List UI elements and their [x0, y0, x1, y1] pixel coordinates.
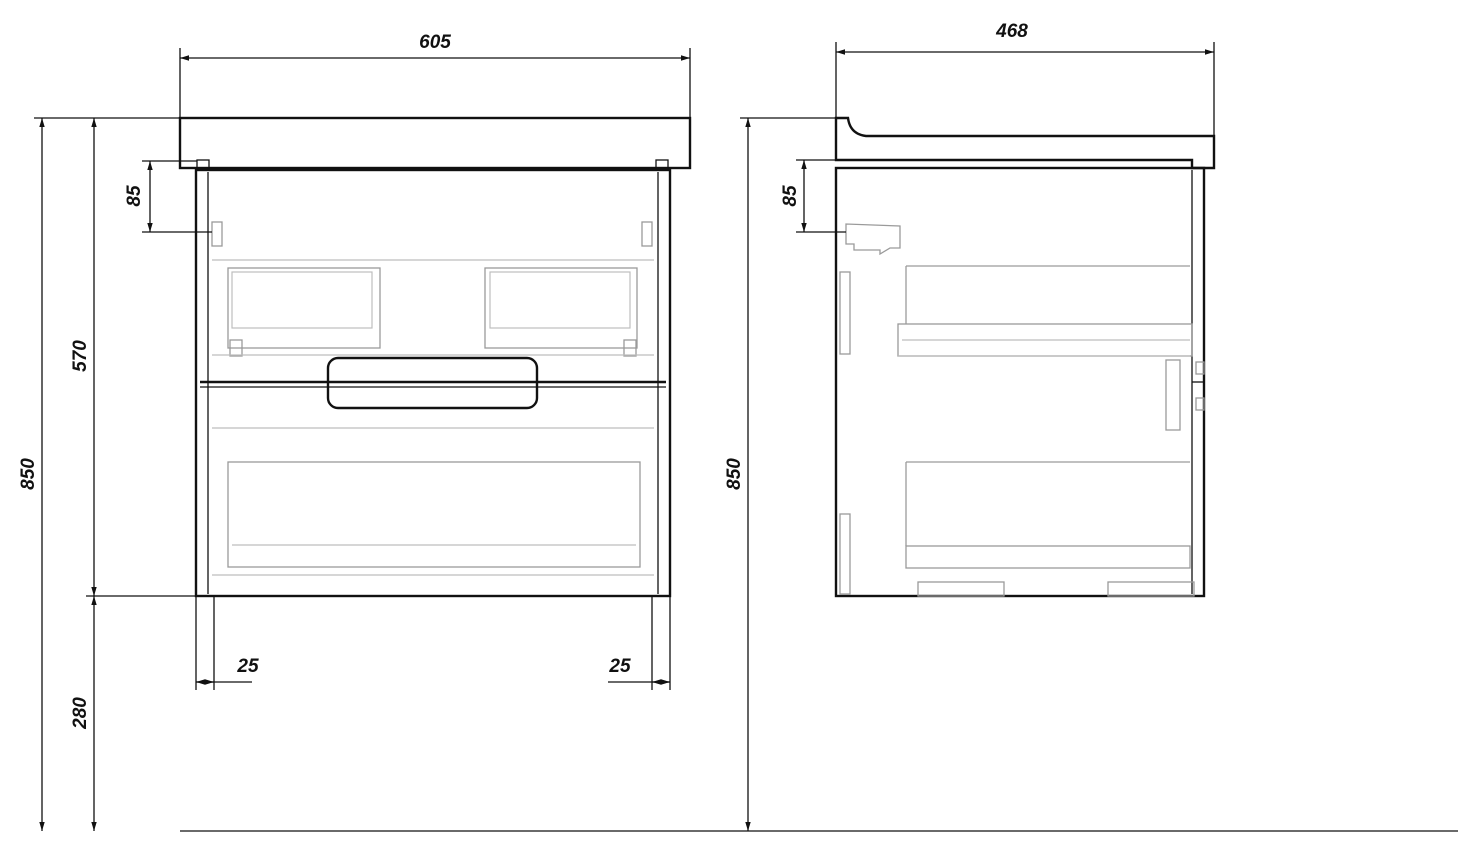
dim-850-side-label: 850 — [724, 458, 745, 490]
dim-605-label: 605 — [419, 32, 451, 53]
side-hidden-lower-drawer — [905, 545, 1191, 569]
side-hidden-foot-2 — [1107, 581, 1195, 597]
front-view: 605 850 570 280 85 25 25 — [18, 32, 692, 831]
front-hidden-foot-left — [229, 339, 243, 357]
side-hanger-bracket — [845, 223, 901, 256]
front-cabinet-body — [194, 168, 672, 598]
side-handle-clip-2 — [1195, 397, 1205, 411]
front-hidden-foot-right — [623, 339, 637, 357]
front-hanger-right — [641, 221, 653, 247]
front-hidden-drawer-right-in — [489, 271, 631, 329]
side-handle-profile — [1165, 359, 1181, 431]
front-hidden-drawer-left-in — [231, 271, 373, 329]
dim-85-front-label: 85 — [124, 185, 145, 207]
dim-85-side-label: 85 — [780, 185, 801, 207]
side-view: 468 850 85 — [724, 21, 1216, 831]
front-basin — [178, 116, 692, 170]
dim-25-right-label: 25 — [608, 656, 631, 677]
side-basin — [834, 116, 1216, 170]
side-cabinet-body — [834, 166, 1206, 598]
side-hidden-foot-1 — [917, 581, 1005, 597]
dim-25-left-label: 25 — [236, 656, 259, 677]
front-hanger-left — [211, 221, 223, 247]
dim-570-label: 570 — [70, 340, 91, 372]
dim-850-front-label: 850 — [18, 458, 39, 490]
side-hidden-rail-left — [839, 271, 851, 355]
side-hidden-rail-left-low — [839, 513, 851, 595]
front-hidden-drawer-left — [227, 267, 381, 349]
front-hidden-lower-drawer — [227, 461, 641, 568]
side-handle-clip-1 — [1195, 361, 1205, 375]
dim-468-label: 468 — [995, 21, 1028, 42]
front-hidden-drawer-right — [484, 267, 638, 349]
front-drawer-handle — [326, 356, 539, 410]
dim-280-label: 280 — [70, 697, 91, 730]
